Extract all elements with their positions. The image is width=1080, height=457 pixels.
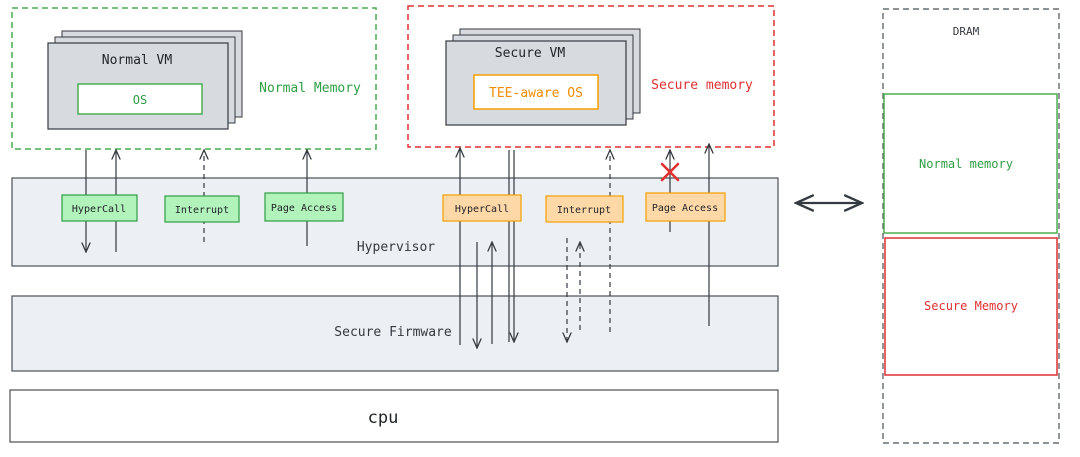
interrupt-normal-button[interactable]: Interrupt xyxy=(164,195,240,223)
page-access-normal-label: Page Access xyxy=(271,203,337,214)
dram-column xyxy=(882,8,1060,444)
blocked-access-icon xyxy=(660,162,680,182)
tee-os-label: TEE-aware OS xyxy=(489,86,583,101)
firmware-label: Secure Firmware xyxy=(334,325,452,340)
normal-memory-label: Normal Memory xyxy=(259,81,361,96)
dram-title: DRAM xyxy=(953,25,980,38)
normal-vm-title: Normal VM xyxy=(102,53,173,68)
page-access-secure-button[interactable]: Page Access xyxy=(645,192,726,222)
dram-normal-region xyxy=(883,93,1058,234)
cpu-label: cpu xyxy=(368,408,399,428)
dram-secure-label: Secure Memory xyxy=(924,299,1018,313)
hypercall-normal-label: HyperCall xyxy=(72,204,126,215)
dram-normal-label: Normal memory xyxy=(919,157,1013,171)
dram-secure-region xyxy=(884,237,1058,376)
hypercall-secure-label: HyperCall xyxy=(455,204,509,215)
hypervisor-label: Hypervisor xyxy=(357,240,435,255)
normal-os-box xyxy=(77,83,203,115)
call-arrows xyxy=(86,144,709,348)
interrupt-normal-label: Interrupt xyxy=(175,205,229,216)
cpu-layer xyxy=(9,389,779,443)
secure-memory-label: Secure memory xyxy=(651,78,753,93)
interrupt-secure-label: Interrupt xyxy=(557,205,611,216)
tee-os-box xyxy=(473,74,599,110)
page-access-normal-button[interactable]: Page Access xyxy=(264,192,344,222)
normal-os-label: OS xyxy=(133,93,147,107)
hypercall-normal-button[interactable]: HyperCall xyxy=(61,194,138,222)
secure-memory-region xyxy=(407,5,775,148)
normal-memory-region xyxy=(11,7,377,150)
secure-vm-title: Secure VM xyxy=(495,46,566,61)
hypercall-secure-button[interactable]: HyperCall xyxy=(442,194,522,222)
page-access-secure-label: Page Access xyxy=(652,203,718,214)
interrupt-secure-button[interactable]: Interrupt xyxy=(545,195,624,223)
firmware-layer xyxy=(11,295,779,372)
